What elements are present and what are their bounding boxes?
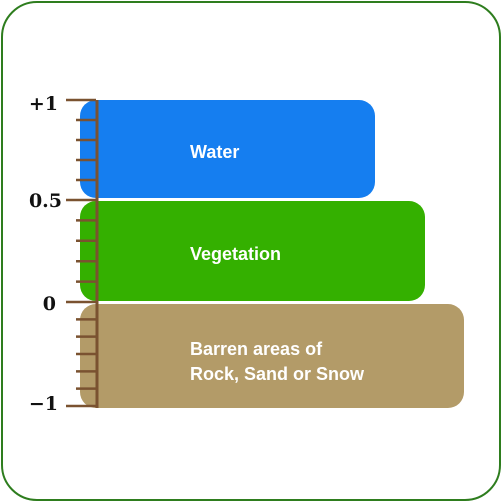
band-water (80, 100, 375, 198)
scale-axis (66, 98, 99, 408)
band-label-barren-line2: Rock, Sand or Snow (190, 364, 365, 384)
tick-label-zero: 0 (43, 293, 56, 315)
tick-label-plus-one: +1 (29, 93, 58, 115)
bands-layer: Water Vegetation Barren areas of Rock, S… (80, 100, 464, 408)
band-label-water: Water (190, 142, 239, 162)
tick-label-half: 0.5 (29, 190, 62, 212)
band-vegetation (80, 201, 425, 301)
band-barren (80, 304, 464, 408)
axis-tick-labels: +1 0.5 0 −1 (29, 93, 62, 415)
band-label-vegetation: Vegetation (190, 244, 281, 264)
band-label-barren-line1: Barren areas of (190, 339, 323, 359)
tick-label-minus-one: −1 (29, 393, 58, 415)
axis-ticks (66, 98, 97, 408)
